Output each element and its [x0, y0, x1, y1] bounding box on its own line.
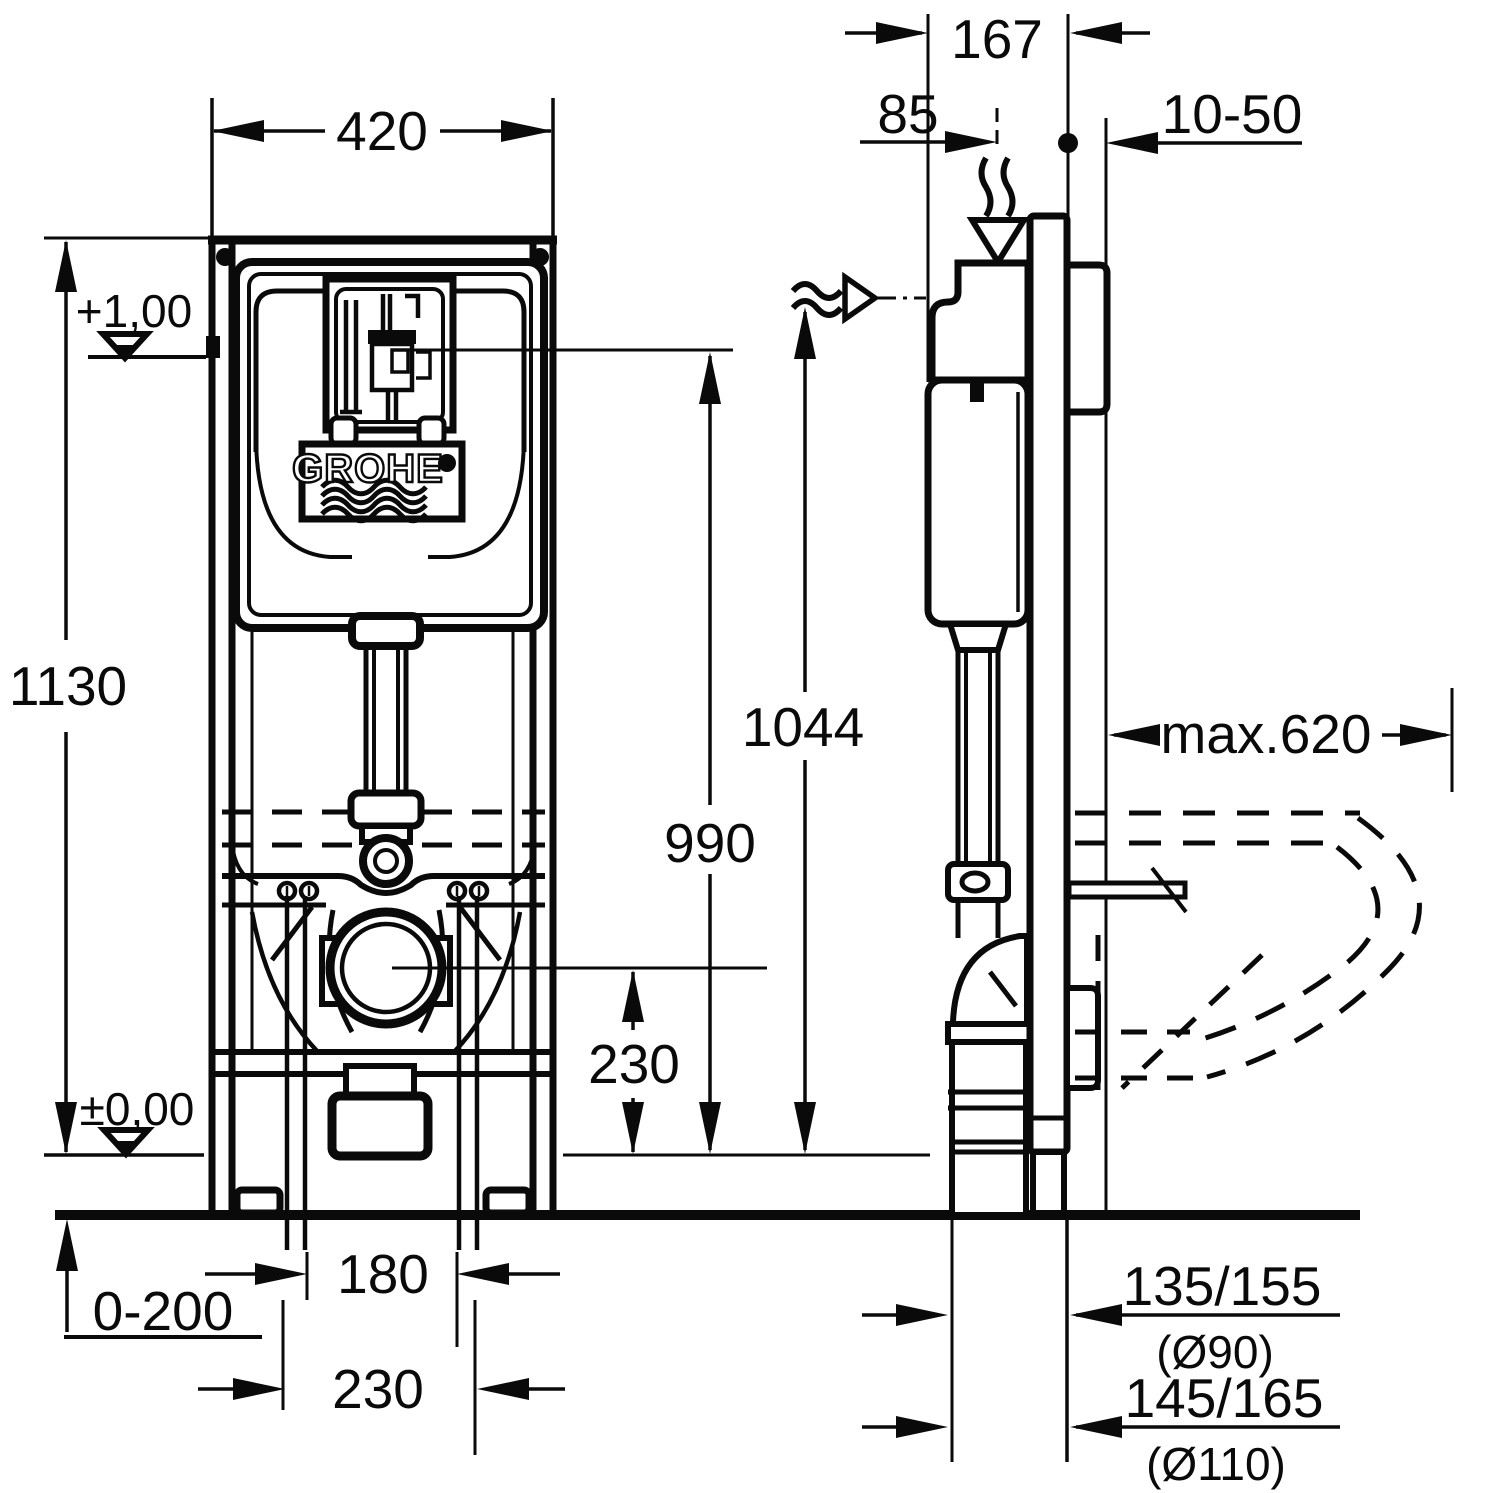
- frame-corner-screw-left: [216, 248, 234, 266]
- flush-valve-box: [322, 275, 457, 447]
- dim-1130-label: 1130: [9, 655, 127, 717]
- dim-230-bottom: [198, 1300, 565, 1455]
- rail-level-tick: [206, 336, 220, 358]
- wc-bowl-dashed-outline: [1075, 810, 1422, 1090]
- dim-990: [699, 352, 721, 1154]
- dim-167: [845, 22, 1150, 44]
- dim-167-label: 167: [951, 8, 1043, 70]
- dim-0-200: [56, 1219, 262, 1339]
- dim-230-vertical-label: 230: [588, 1033, 680, 1095]
- dim-1130: [44, 236, 208, 1154]
- frame-front-reference-dot: [1058, 133, 1078, 153]
- level-plus100-label: +1,00: [76, 285, 192, 337]
- dim-145-165-label: 145/165: [1125, 1367, 1324, 1429]
- dim-10-50-label: 10-50: [1162, 83, 1303, 145]
- flush-pipe-side: [945, 650, 1033, 1218]
- dim-230-bottom-label: 230: [332, 1358, 424, 1420]
- dim-135-155: [862, 1304, 1340, 1326]
- level-mark-zero: [44, 1127, 204, 1159]
- dim-145-165: [862, 1416, 1340, 1438]
- dim-990-label: 990: [664, 812, 756, 874]
- water-supply-top-symbol: [966, 108, 1030, 268]
- dim-135-155-label: 135/155: [1123, 1255, 1322, 1317]
- grohe-logo-text: GROHE: [292, 447, 444, 491]
- dim-max620-label: max.620: [1161, 703, 1372, 765]
- level-mark-plus100: [88, 331, 206, 363]
- dim-10-50: [1106, 132, 1302, 154]
- water-supply-side-symbol: [790, 271, 926, 325]
- dim-o110-label: (Ø110): [1146, 1438, 1286, 1490]
- logo-registered-dot: [438, 454, 456, 472]
- flush-plate-box: [1063, 261, 1111, 416]
- dim-230-vertical: [392, 966, 767, 1154]
- cistern-side: [924, 259, 1032, 653]
- dim-1044-label: 1044: [742, 696, 864, 758]
- level-zero-label: ±0,00: [80, 1083, 195, 1135]
- dim-1044: [794, 307, 816, 1154]
- grohe-logo-plate: [298, 440, 466, 524]
- dim-420-label: 420: [336, 100, 428, 162]
- bowl-connector: [1064, 985, 1101, 1091]
- dim-180-label: 180: [337, 1243, 429, 1305]
- dim-85-label: 85: [877, 83, 938, 145]
- dim-max620: [1108, 688, 1454, 792]
- flush-pipe-front: [347, 612, 425, 888]
- drain-outlet-front: [319, 907, 453, 1161]
- dim-0-200-label: 0-200: [93, 1280, 234, 1342]
- side-frame-rail: [1026, 212, 1188, 1216]
- dim-420: [210, 98, 555, 236]
- dim-85: [860, 131, 997, 153]
- dim-o90-label: (Ø90): [1156, 1326, 1274, 1378]
- wc-fixing-stud: [1066, 880, 1188, 900]
- dim-180: [205, 1252, 560, 1347]
